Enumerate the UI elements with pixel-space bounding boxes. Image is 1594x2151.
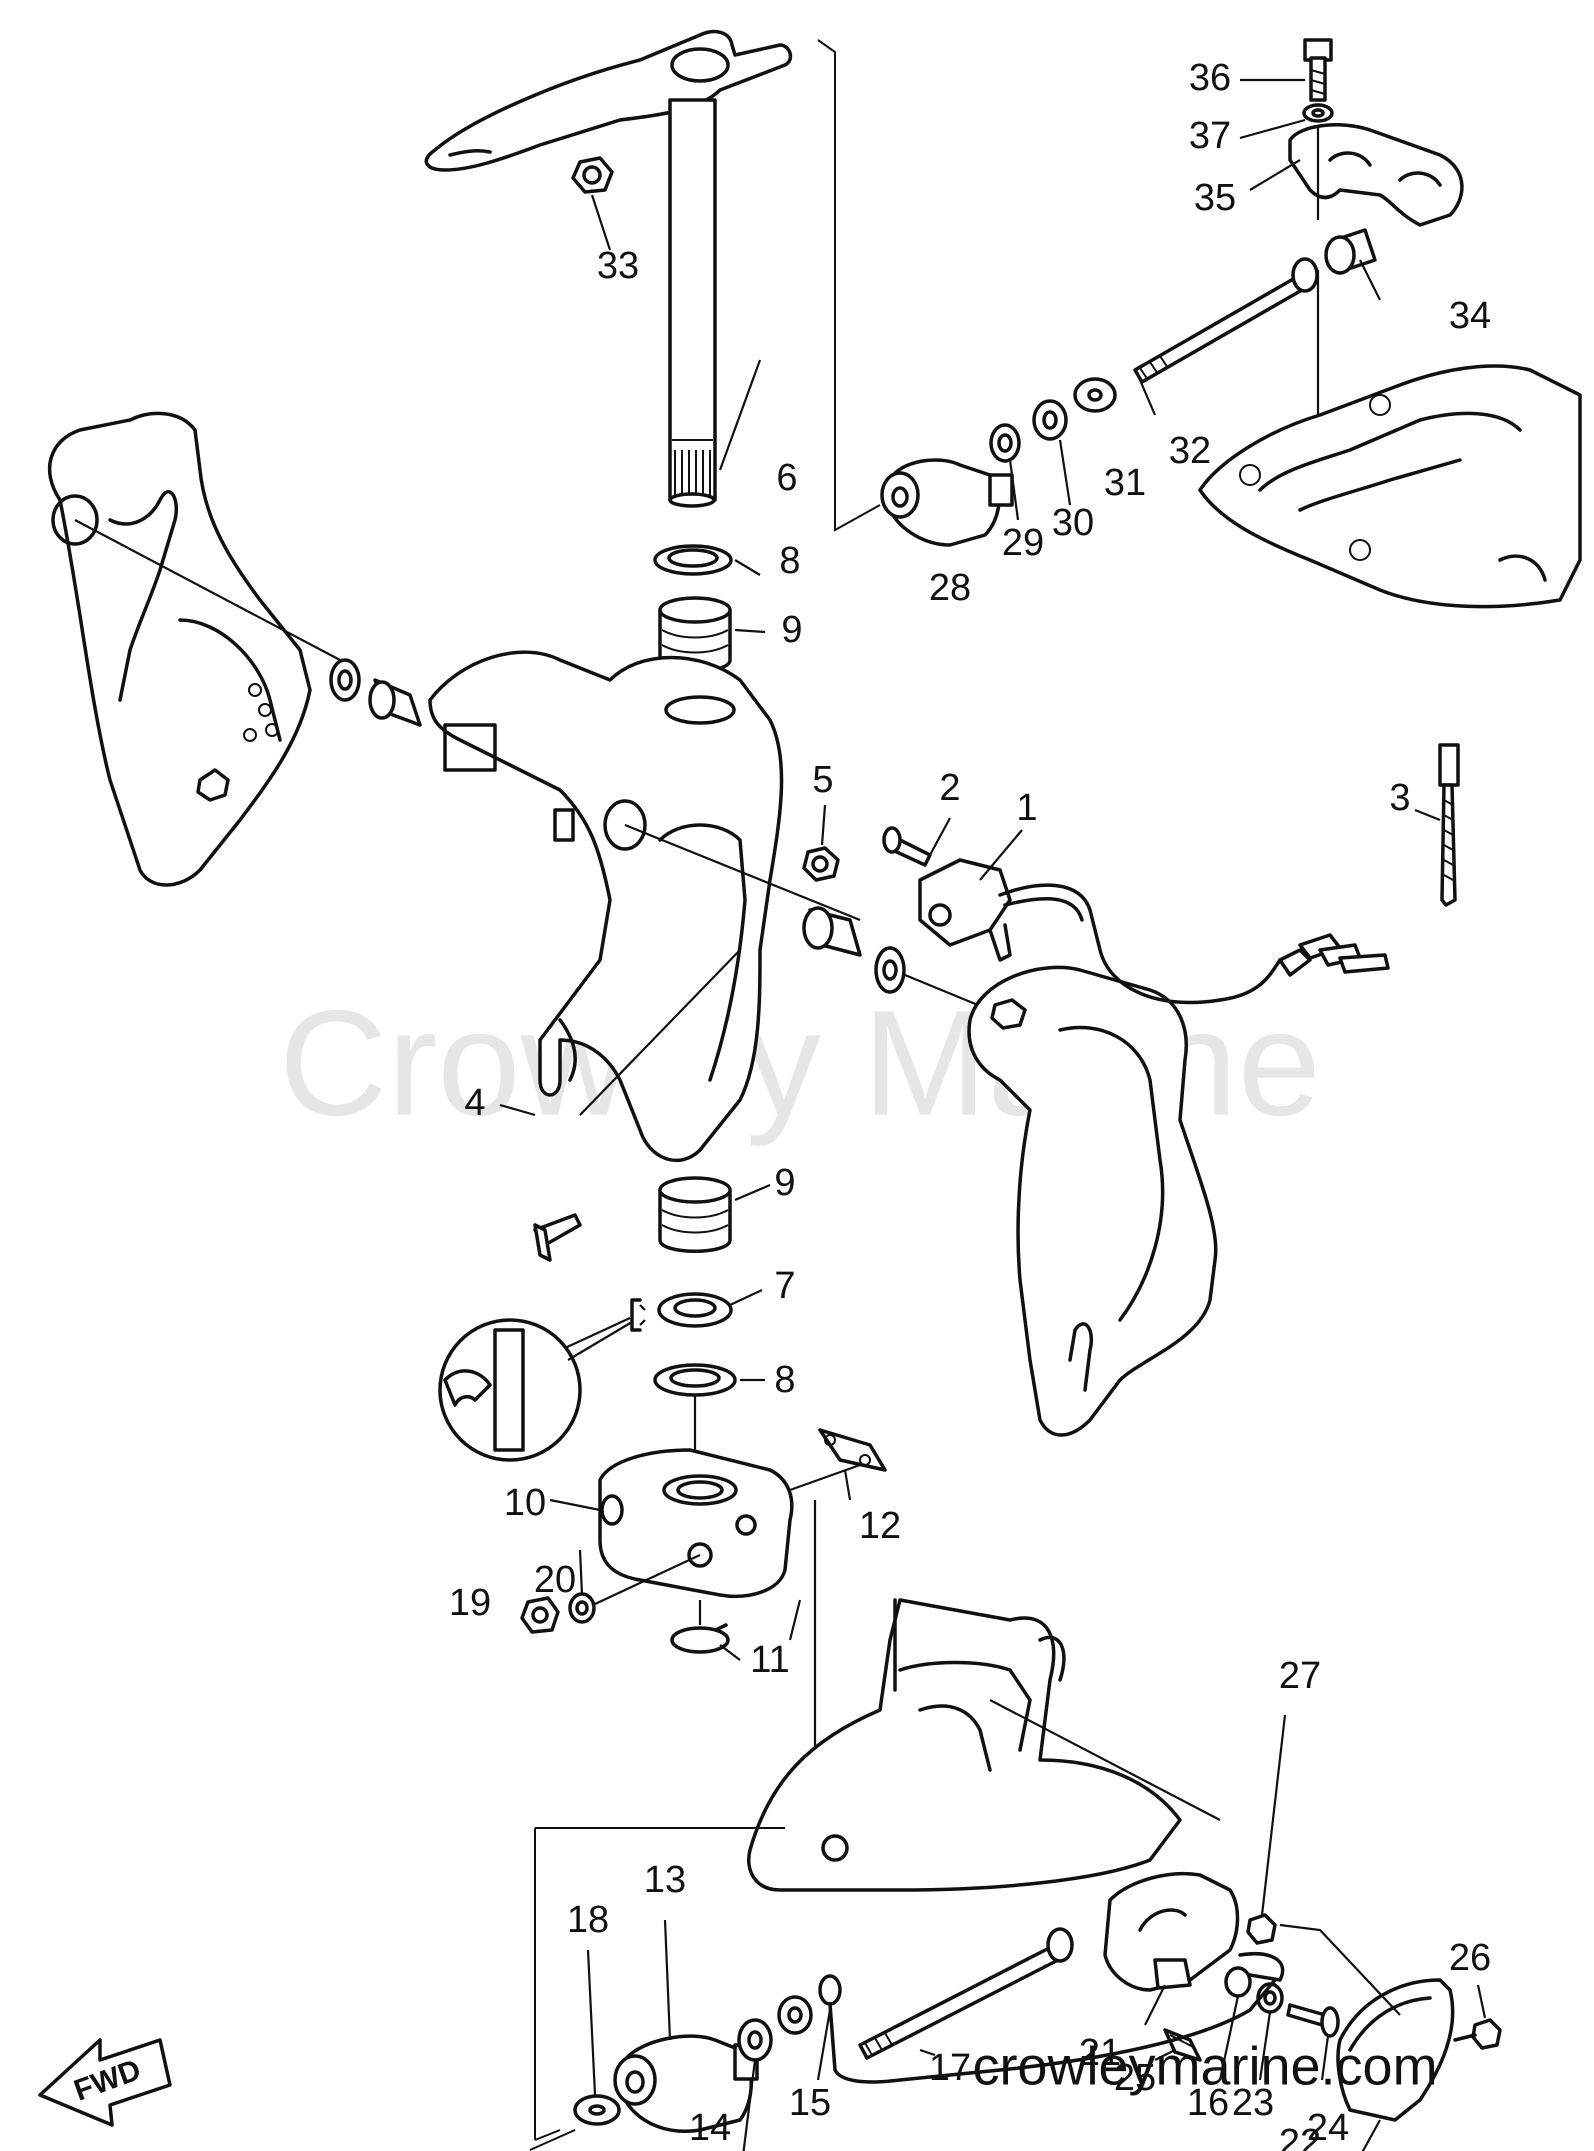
clamp-35: [1288, 123, 1464, 227]
circlip-11: [670, 1623, 730, 1654]
mount-13: [613, 2034, 759, 2133]
callout-21: 21: [1079, 2032, 1121, 2074]
callout-8-upper: 8: [779, 540, 800, 582]
bolt-22: [1286, 2003, 1340, 2038]
bolt-36: [1303, 38, 1333, 102]
clamp-bracket-left: [48, 411, 312, 887]
nut-5: [802, 846, 840, 882]
callout-28: 28: [929, 567, 971, 609]
bushing-left: [368, 678, 422, 727]
washer-center: [874, 946, 906, 994]
callout-18: 18: [567, 1899, 609, 1941]
callout-35: 35: [1194, 177, 1236, 219]
bolt-4: [533, 1213, 582, 1262]
callout-9-lower: 9: [774, 1162, 795, 1204]
callout-31: 31: [1104, 462, 1146, 504]
bushing-34: [1324, 228, 1377, 275]
bolt-17: [858, 1927, 1074, 2060]
washer-31: [1073, 377, 1117, 413]
callout-16: 16: [1187, 2082, 1229, 2124]
callout-9-upper: 9: [781, 609, 802, 651]
washer-8-upper: [653, 544, 733, 576]
callout-3: 3: [1389, 777, 1410, 819]
callout-30: 30: [1052, 502, 1094, 544]
callout-19: 19: [449, 1582, 491, 1624]
callout-4: 4: [464, 1082, 485, 1124]
callout-14: 14: [689, 2107, 731, 2149]
bushing-9-lower: [658, 1176, 732, 1253]
washer-18: [573, 2094, 621, 2126]
callout-17: 17: [929, 2047, 971, 2089]
callout-27: 27: [1279, 1655, 1321, 1697]
callout-23: 23: [1232, 2082, 1274, 2124]
callout-37: 37: [1189, 115, 1231, 157]
callout-8-lower: 8: [774, 1359, 795, 1401]
nut-27: [1246, 1913, 1277, 1945]
clamp-bracket-right: [967, 965, 1218, 1437]
steering-arm: [424, 29, 793, 172]
washer-14: [737, 2018, 773, 2062]
callout-6: 6: [776, 457, 797, 499]
nut-33: [571, 156, 614, 194]
swivel-bracket: [428, 650, 784, 1162]
seal-7: [657, 1292, 733, 1328]
mount-21: [1103, 1872, 1240, 1992]
switch-1: [918, 858, 1012, 962]
steering-shaft: [668, 98, 717, 508]
callout-32: 32: [1169, 430, 1211, 472]
nut-19: [520, 1596, 560, 1634]
screw-26: [1453, 2018, 1502, 2050]
website-url: crowleymarine.com: [972, 2036, 1437, 2096]
mount-28: [880, 458, 1014, 547]
callout-10: 10: [504, 1482, 546, 1524]
callout-1: 1: [1016, 787, 1037, 829]
fwd-arrow: FWD: [38, 2038, 172, 2127]
washer-14b: [777, 1995, 813, 2035]
bolt-2: [882, 826, 932, 867]
callout-5: 5: [812, 759, 833, 801]
callout-20: 20: [534, 1559, 576, 1601]
callout-29: 29: [1002, 522, 1044, 564]
callout-26: 26: [1449, 1937, 1491, 1979]
washer-left: [329, 658, 361, 702]
detail-inset: [438, 1317, 633, 1462]
callout-2: 2: [939, 767, 960, 809]
callout-7: 7: [774, 1265, 795, 1307]
callout-36: 36: [1189, 57, 1231, 99]
callout-12: 12: [859, 1505, 901, 1547]
callout-22: 22: [1279, 2122, 1321, 2151]
callout-34: 34: [1449, 295, 1491, 337]
callout-11: 11: [750, 1639, 789, 1681]
washer-8-lower: [653, 1363, 737, 1397]
lower-mount-housing: [747, 1598, 1182, 1892]
callout-15: 15: [789, 2082, 831, 2124]
cable-tie-3: [1438, 743, 1460, 907]
wiring-harness: [998, 883, 1390, 1005]
washer-30: [1032, 399, 1068, 441]
callout-33: 33: [597, 245, 639, 287]
bottom-cowling: [1198, 364, 1582, 609]
washer-37: [1302, 103, 1334, 123]
callout-13: 13: [644, 1859, 686, 1901]
yoke-10: [598, 1448, 794, 1598]
washer-29: [989, 423, 1021, 463]
callout-24: 24: [1307, 2107, 1349, 2149]
bushing-center: [802, 906, 862, 957]
washer-16: [1224, 1966, 1252, 1998]
plate-12: [818, 1428, 887, 1472]
callout-25: 25: [1114, 2057, 1156, 2099]
ground-lead-15: [818, 1974, 1277, 2084]
bolt-32: [1133, 257, 1319, 384]
